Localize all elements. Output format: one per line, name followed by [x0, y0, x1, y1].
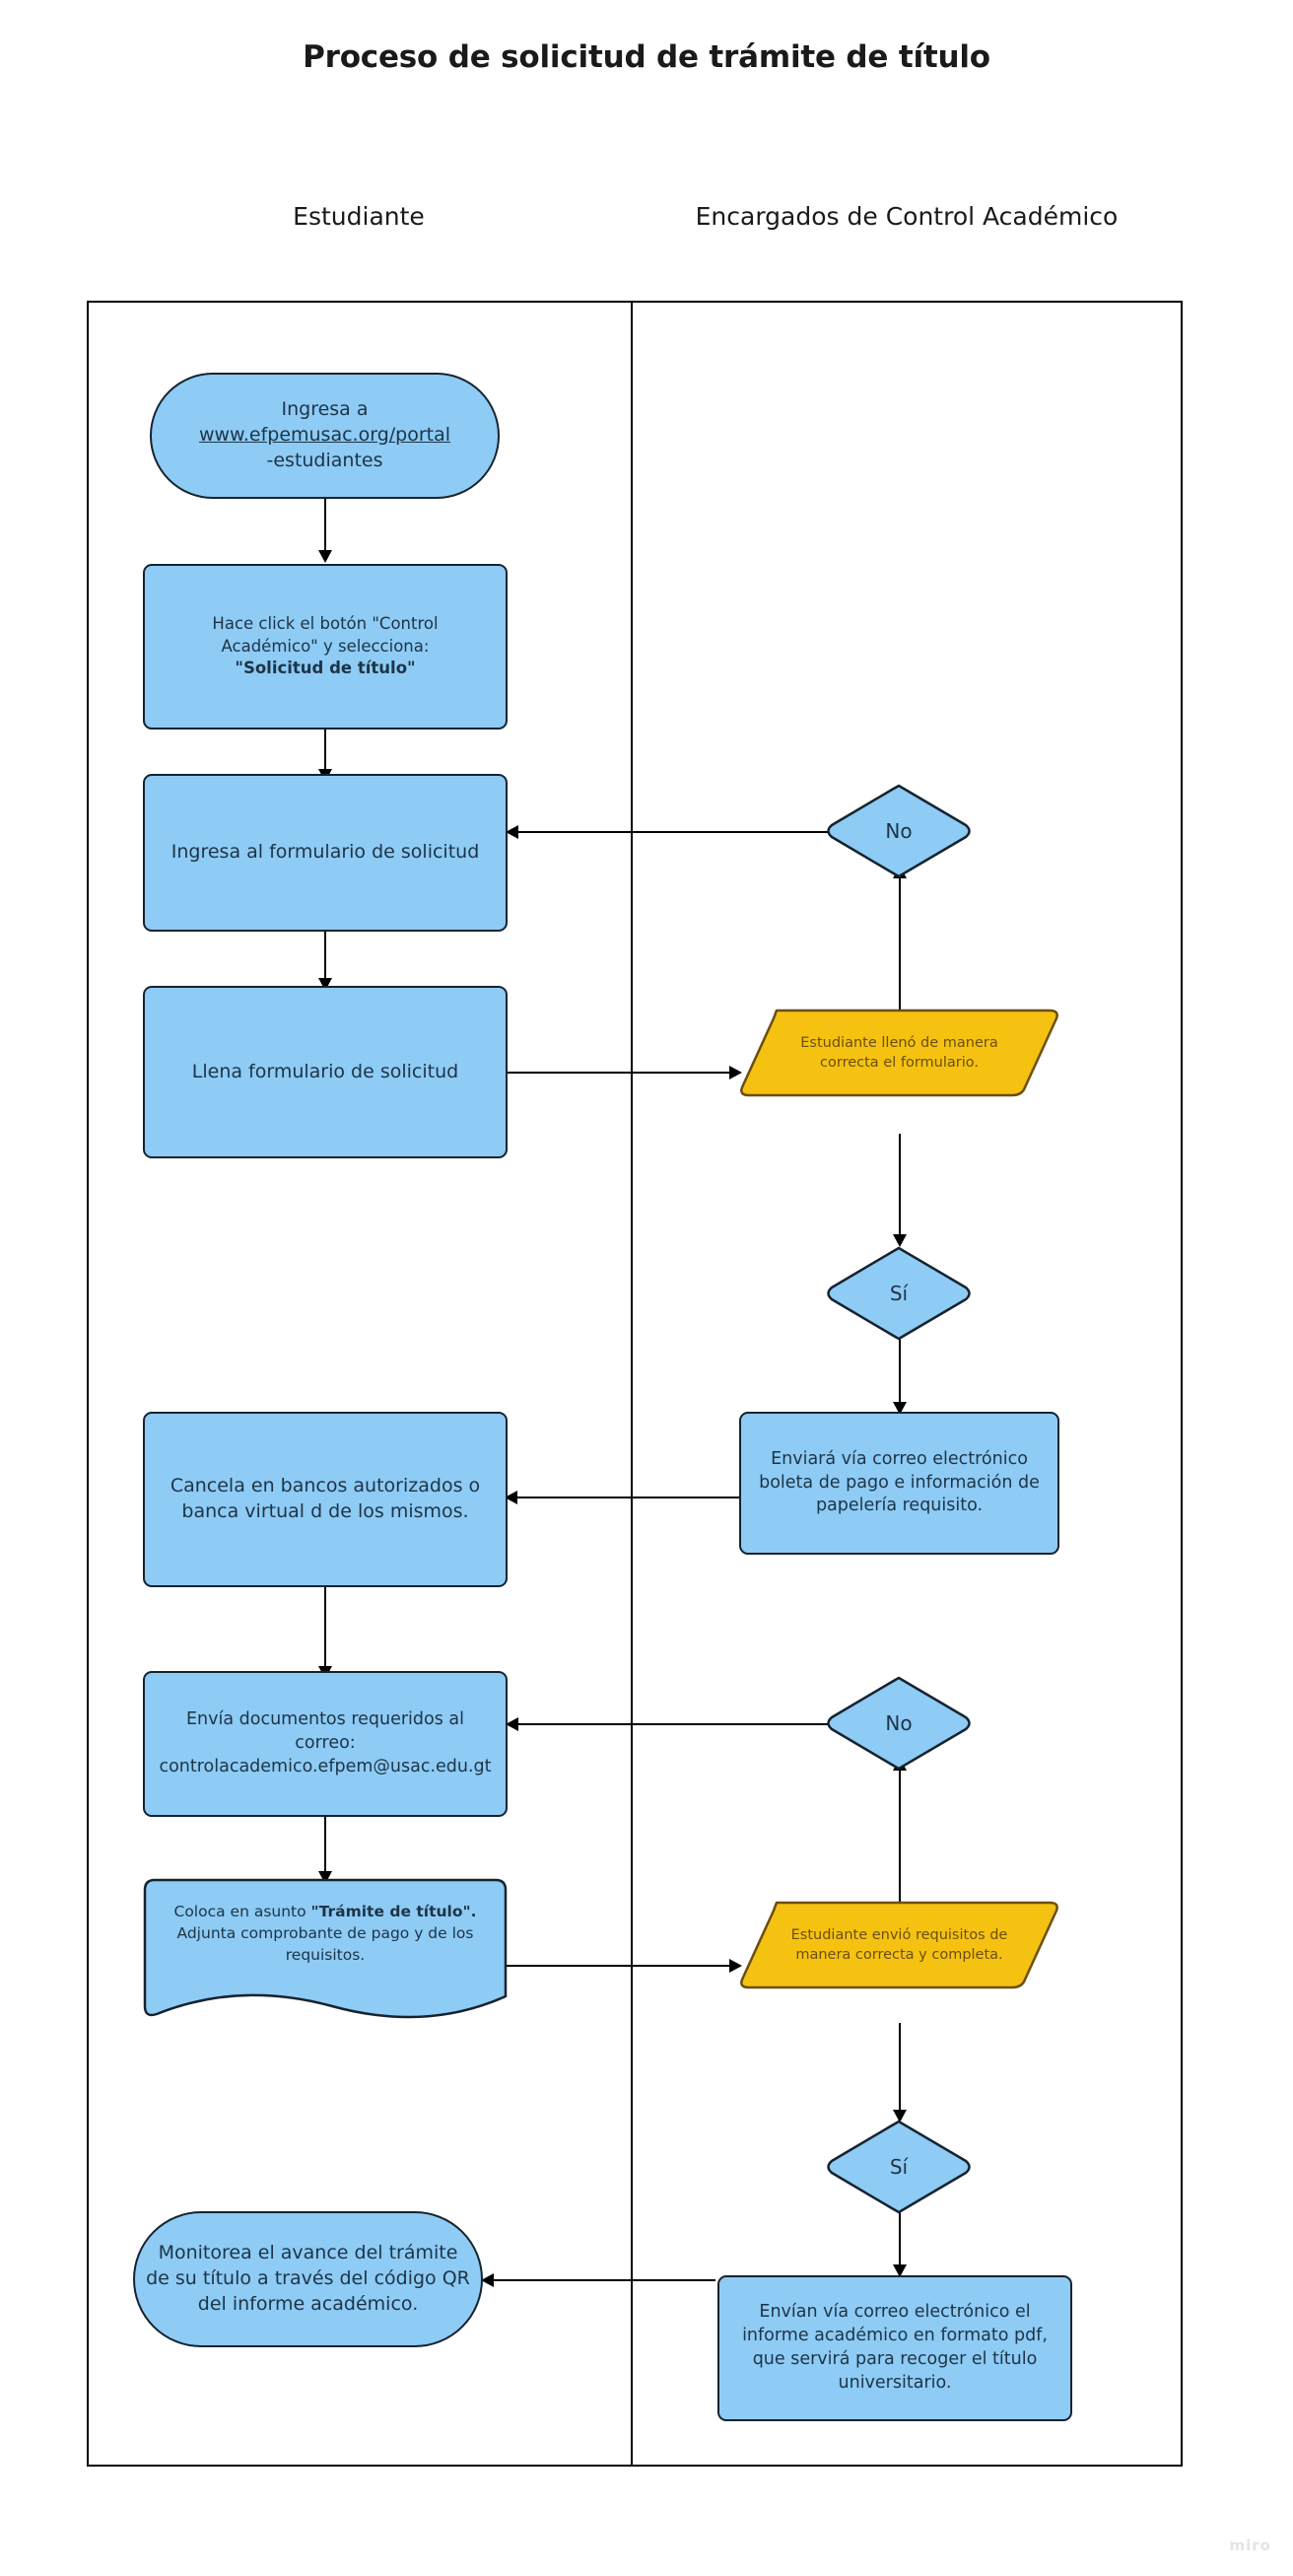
node-envia-email: controlacademico.efpem@usac.edu.gt: [159, 1756, 492, 1776]
diamond-shape-icon: [827, 2120, 971, 2214]
node-check-formulario-text: Estudiante llenó de manera correcta el f…: [800, 1035, 998, 1071]
arrowhead-left: [505, 1491, 517, 1504]
node-coloca-asunto[interactable]: Coloca en asunto "Trámite de título". Ad…: [143, 1878, 508, 2028]
parallelogram-shape-icon: [740, 1901, 1058, 1989]
node-envia-boleta[interactable]: Enviará vía correo electrónico boleta de…: [739, 1412, 1059, 1555]
arrowhead-down: [893, 1402, 907, 1415]
arrowhead-left: [506, 1717, 518, 1731]
node-decision-si-2-label: Sí: [889, 2155, 909, 2179]
connector-check-to-si1: [899, 1134, 901, 1240]
connector-start-to-click: [324, 498, 326, 555]
node-click-bold: "Solicitud de título": [235, 659, 416, 678]
node-envia-line2: correo:: [295, 1733, 356, 1754]
connector-si2-to-informe: [899, 2196, 901, 2270]
node-cancela-bancos-text: Cancela en bancos autorizados o banca vi…: [170, 1475, 481, 1522]
lane-header-estudiante: Estudiante: [293, 202, 425, 231]
node-ingresa-formulario-text: Ingresa al formulario de solicitud: [170, 841, 480, 864]
connector-boleta-to-cancela: [512, 1497, 739, 1498]
node-decision-si-1-label: Sí: [889, 1282, 909, 1305]
node-ingresa-formulario[interactable]: Ingresa al formulario de solicitud: [143, 774, 508, 932]
connector-check-to-no1: [899, 872, 901, 1010]
node-llena-formulario-text: Llena formulario de solicitud: [191, 1060, 459, 1082]
connector-check2-to-no2: [899, 1765, 901, 1903]
node-monitorea-text: Monitorea el avance del trámite de su tí…: [146, 2242, 470, 2315]
node-start-url: www.efpemusac.org/portal: [198, 424, 451, 447]
node-click-line1: Hace click el botón "Control: [212, 614, 439, 634]
page-title: Proceso de solicitud de trámite de títul…: [303, 39, 990, 75]
swimlane-frame: [87, 301, 1183, 2467]
node-monitorea[interactable]: Monitorea el avance del trámite de su tí…: [133, 2211, 483, 2347]
lane-header-control-academico: Encargados de Control Académico: [695, 202, 1119, 231]
node-coloca-pre: Coloca en asunto: [173, 1903, 311, 1920]
node-check-formulario[interactable]: Estudiante llenó de manera correcta el f…: [739, 1009, 1059, 1097]
node-decision-si-2[interactable]: Sí: [825, 2118, 973, 2216]
node-check-requisitos-text: Estudiante envió requisitos de manera co…: [790, 1927, 1008, 1963]
node-envian-informe-text: Envían vía correo electrónico el informe…: [742, 2302, 1048, 2393]
node-coloca-bold: "Trámite de título".: [310, 1903, 477, 1920]
arrowhead-right: [729, 1066, 742, 1079]
connector-check2-to-si2: [899, 2023, 901, 2117]
arrowhead-down: [893, 2110, 907, 2123]
connector-envia-to-coloca: [324, 1816, 326, 1877]
connector-click-to-ingresa: [324, 730, 326, 774]
node-start-line3: -estudiantes: [266, 449, 383, 471]
node-envia-line1: Envía documentos requeridos al: [185, 1709, 465, 1730]
node-llena-formulario[interactable]: Llena formulario de solicitud: [143, 986, 508, 1158]
document-shape-icon: [143, 1878, 508, 2019]
node-decision-no-2[interactable]: No: [825, 1674, 973, 1773]
arrowhead-left: [506, 825, 518, 839]
connector-informe-to-monitorea: [489, 2279, 715, 2281]
swimlane-divider: [631, 301, 633, 2467]
node-decision-si-1[interactable]: Sí: [825, 1244, 973, 1343]
node-click-line2: Académico" y selecciona:: [221, 636, 430, 656]
diamond-shape-icon: [827, 1676, 971, 1771]
node-decision-no-1[interactable]: No: [825, 782, 973, 880]
arrowhead-right: [729, 1959, 742, 1973]
node-start-line1: Ingresa a: [281, 398, 369, 421]
arrowhead-down: [893, 2264, 907, 2277]
node-cancela-bancos[interactable]: Cancela en bancos autorizados o banca vi…: [143, 1412, 508, 1587]
node-envian-informe[interactable]: Envían vía correo electrónico el informe…: [717, 2275, 1072, 2421]
arrowhead-down: [318, 550, 332, 563]
connector-cancela-to-envia: [324, 1587, 326, 1671]
diamond-shape-icon: [827, 1246, 971, 1341]
diamond-shape-icon: [827, 784, 971, 878]
connector-no2-to-envia: [513, 1723, 844, 1725]
arrowhead-left: [481, 2273, 494, 2287]
connector-coloca-to-check2: [505, 1965, 734, 1967]
node-start[interactable]: Ingresa a www.efpemusac.org/portal -estu…: [150, 373, 500, 499]
node-coloca-post: Adjunta comprobante de pago y de los req…: [176, 1924, 474, 1964]
node-click-control-academico[interactable]: Hace click el botón "Control Académico" …: [143, 564, 508, 730]
arrowhead-down: [893, 1234, 907, 1247]
node-decision-no-1-label: No: [885, 819, 913, 843]
connector-llena-to-check: [505, 1072, 734, 1074]
connector-si1-to-boleta: [899, 1321, 901, 1408]
miro-watermark: miro: [1229, 2537, 1271, 2554]
connector-ingresa-to-llena: [324, 932, 326, 983]
node-decision-no-2-label: No: [885, 1711, 913, 1735]
node-envia-documentos[interactable]: Envía documentos requeridos al correo: c…: [143, 1671, 508, 1817]
parallelogram-shape-icon: [740, 1009, 1058, 1097]
node-check-requisitos[interactable]: Estudiante envió requisitos de manera co…: [739, 1901, 1059, 1989]
node-envia-boleta-text: Enviará vía correo electrónico boleta de…: [759, 1448, 1040, 1516]
connector-no1-to-ingresa: [513, 831, 844, 833]
